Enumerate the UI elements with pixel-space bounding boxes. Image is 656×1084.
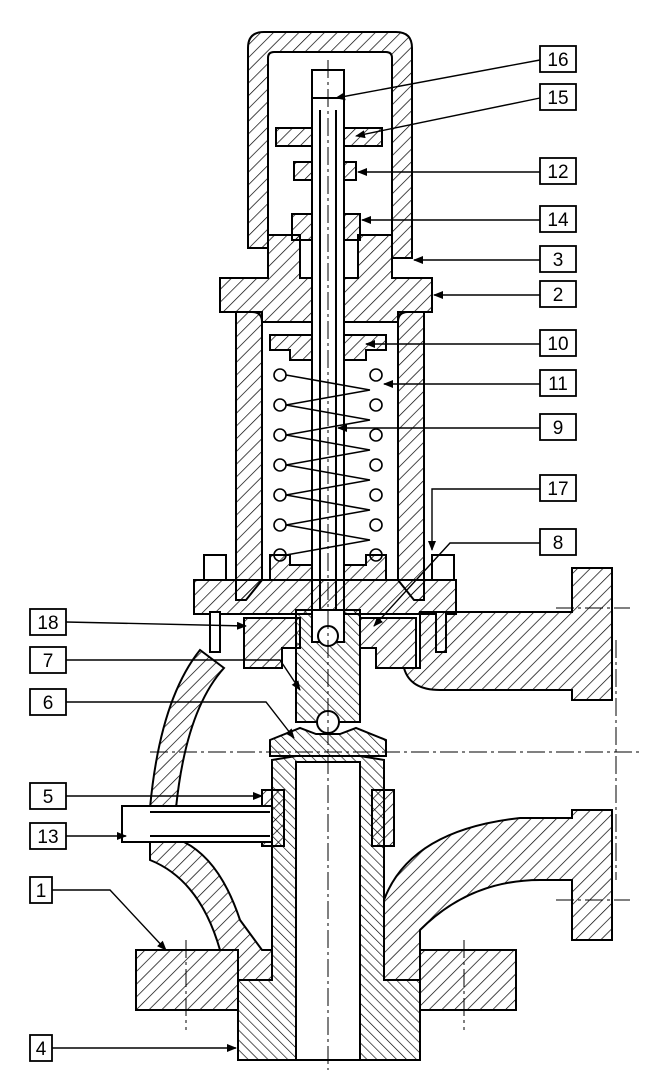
callout-17: 17: [547, 479, 568, 500]
stud-left: [203, 554, 227, 581]
callout-3: 3: [553, 250, 564, 271]
callout-16: 16: [547, 50, 568, 71]
callout-11: 11: [548, 374, 568, 395]
inlet-flange: [135, 949, 239, 1011]
callout-15: 15: [547, 88, 568, 109]
callout-4: 4: [36, 1039, 47, 1060]
callout-8: 8: [553, 533, 564, 554]
bonnet-body: [235, 311, 263, 601]
body-top-flange: [193, 579, 457, 615]
callout-5: 5: [43, 787, 54, 808]
callout-12: 12: [547, 162, 568, 183]
callout-13: 13: [37, 827, 58, 848]
callout-2: 2: [553, 285, 564, 306]
callout-6: 6: [43, 693, 54, 714]
callout-7: 7: [43, 651, 54, 672]
callout-9: 9: [553, 418, 564, 439]
stud-right: [431, 554, 455, 581]
body-outlet: [402, 567, 613, 701]
body-left-arm: [148, 648, 226, 809]
upper-spring-plate: [269, 334, 313, 361]
drawing-geometry: [121, 31, 613, 1061]
centerlines: [150, 60, 640, 1070]
callout-1: 1: [36, 881, 47, 902]
callout-18: 18: [37, 613, 58, 634]
callout-14: 14: [547, 210, 569, 231]
callouts: 16 15 12 14 3 2 10 11 9: [29, 45, 577, 1062]
callout-10: 10: [547, 334, 568, 355]
